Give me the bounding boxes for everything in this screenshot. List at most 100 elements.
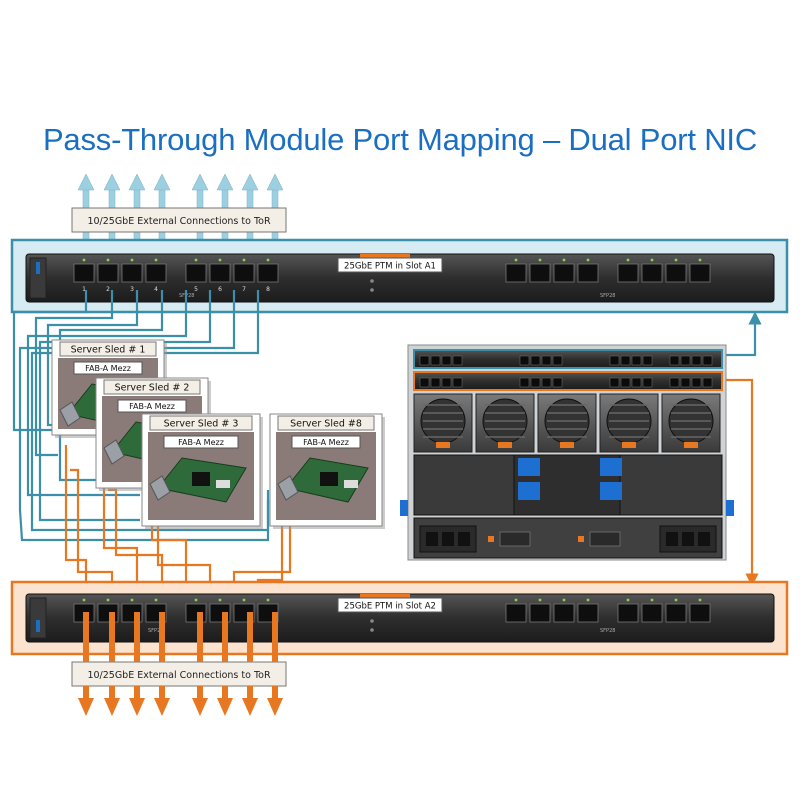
sled-title: Server Sled # 2 <box>115 383 190 394</box>
sfp28-port[interactable] <box>641 258 663 283</box>
sfp28-port[interactable]: 3 <box>121 258 143 293</box>
fan-module[interactable] <box>661 393 721 453</box>
chassis-port <box>419 377 430 388</box>
sfp28-port[interactable]: 1 <box>73 258 95 293</box>
sfp28-port[interactable] <box>665 598 687 623</box>
bottom-tor-label-box: 10/25GbE External Connections to ToR <box>71 661 287 687</box>
chassis-port <box>620 377 631 388</box>
sfp28-port[interactable]: 2 <box>97 258 119 293</box>
sfp28-port[interactable] <box>689 258 711 283</box>
sfp28-port[interactable] <box>529 598 551 623</box>
port-number: 3 <box>130 286 134 293</box>
chassis-port <box>669 377 680 388</box>
sfp28-port[interactable] <box>665 258 687 283</box>
sfp28-port[interactable] <box>617 258 639 283</box>
chassis-port <box>631 355 642 366</box>
blue-latch-right-bottom[interactable] <box>600 482 622 500</box>
chassis-port <box>419 355 430 366</box>
bottom-module-led <box>36 620 40 632</box>
fan-module[interactable] <box>599 393 659 453</box>
sfp28-port[interactable] <box>553 258 575 283</box>
sled-title: Server Sled # 3 <box>164 419 239 430</box>
bottom-tor-arrow <box>267 612 283 716</box>
chassis-port <box>620 355 631 366</box>
chassis-port <box>609 355 620 366</box>
chassis-port <box>452 377 463 388</box>
chassis-port <box>691 377 702 388</box>
mezz-label: FAB-A Mezz <box>303 438 349 447</box>
sfp28-port[interactable] <box>641 598 663 623</box>
chassis-port <box>430 377 441 388</box>
bottom-tor-arrow <box>78 612 94 716</box>
bottom-sfp-tag-right: SFP28 <box>600 628 615 634</box>
bottom-module-release-tab[interactable] <box>360 594 410 600</box>
port-number: 5 <box>194 286 198 293</box>
chassis-port <box>642 355 653 366</box>
port-number: 1 <box>82 286 86 293</box>
sfp28-port[interactable] <box>505 598 527 623</box>
chassis-port <box>702 355 713 366</box>
sfp28-port[interactable] <box>577 598 599 623</box>
blue-latch-right-top[interactable] <box>600 458 622 476</box>
port-number: 2 <box>106 286 110 293</box>
top-module-led <box>36 262 40 274</box>
fan-module[interactable] <box>413 393 473 453</box>
bottom-tor-arrow <box>217 612 233 716</box>
server-sled: Server Sled # 3 FAB-A Mezz <box>141 413 263 529</box>
sfp28-port[interactable]: 6 <box>209 258 231 293</box>
page-title: Pass-Through Module Port Mapping – Dual … <box>42 122 758 157</box>
fan-module[interactable] <box>475 393 535 453</box>
top-module-release-tab[interactable] <box>360 254 410 260</box>
sfp28-port[interactable]: 8 <box>257 258 279 293</box>
chassis-port <box>530 377 541 388</box>
mezz-label: FAB-A Mezz <box>129 402 175 411</box>
chassis-port <box>541 355 552 366</box>
sfp28-port[interactable] <box>553 598 575 623</box>
chassis-port <box>680 377 691 388</box>
sfp28-port[interactable] <box>617 598 639 623</box>
top-port-group: 1 2 3 4 5 6 7 8 <box>73 258 711 293</box>
top-tor-label-box: 10/25GbE External Connections to ToR <box>71 207 287 233</box>
chassis-port <box>631 377 642 388</box>
blue-latch-left-bottom[interactable] <box>518 482 540 500</box>
bottom-ptm-module: 25GbE PTM in Slot A2 SFP28 SFP28 <box>10 580 789 656</box>
sfp28-port[interactable] <box>505 258 527 283</box>
chassis-port <box>441 377 452 388</box>
port-number: 8 <box>266 286 270 293</box>
bottom-tor-arrow <box>129 612 145 716</box>
chassis-port <box>541 377 552 388</box>
sfp28-port[interactable] <box>689 598 711 623</box>
sled-title: Server Sled # 1 <box>71 345 146 356</box>
blue-latch-left-top[interactable] <box>518 458 540 476</box>
sfp28-port[interactable]: 4 <box>145 258 167 293</box>
sfp28-port[interactable] <box>529 258 551 283</box>
psu-right <box>659 525 717 553</box>
fan-module[interactable] <box>537 393 597 453</box>
sfp28-port[interactable]: 7 <box>233 258 255 293</box>
bottom-tor-label: 10/25GbE External Connections to ToR <box>87 670 271 681</box>
top-tor-label: 10/25GbE External Connections to ToR <box>87 216 271 227</box>
chassis-port <box>702 377 713 388</box>
bottom-sfp-tag: SFP28 <box>148 628 163 634</box>
port-number: 7 <box>242 286 246 293</box>
chassis-port <box>530 355 541 366</box>
port-number: 6 <box>218 286 222 293</box>
chassis-port <box>430 355 441 366</box>
psu-left <box>419 525 477 553</box>
mezz-label: FAB-A Mezz <box>178 438 224 447</box>
chassis-port <box>691 355 702 366</box>
sfp28-port[interactable]: 5 <box>185 258 207 293</box>
bottom-tor-arrow <box>242 612 258 716</box>
chassis-port <box>552 377 563 388</box>
bottom-tor-arrow <box>104 612 120 716</box>
chassis-port <box>680 355 691 366</box>
chassis-port <box>519 377 530 388</box>
chassis-port <box>452 355 463 366</box>
sled-title: Server Sled #8 <box>290 419 362 430</box>
top-sfp-tag-right: SFP28 <box>600 293 615 299</box>
chassis-port <box>552 355 563 366</box>
chassis-port <box>609 377 620 388</box>
server-sled: Server Sled #8 FAB-A Mezz <box>269 413 385 529</box>
sfp28-port[interactable] <box>577 258 599 283</box>
